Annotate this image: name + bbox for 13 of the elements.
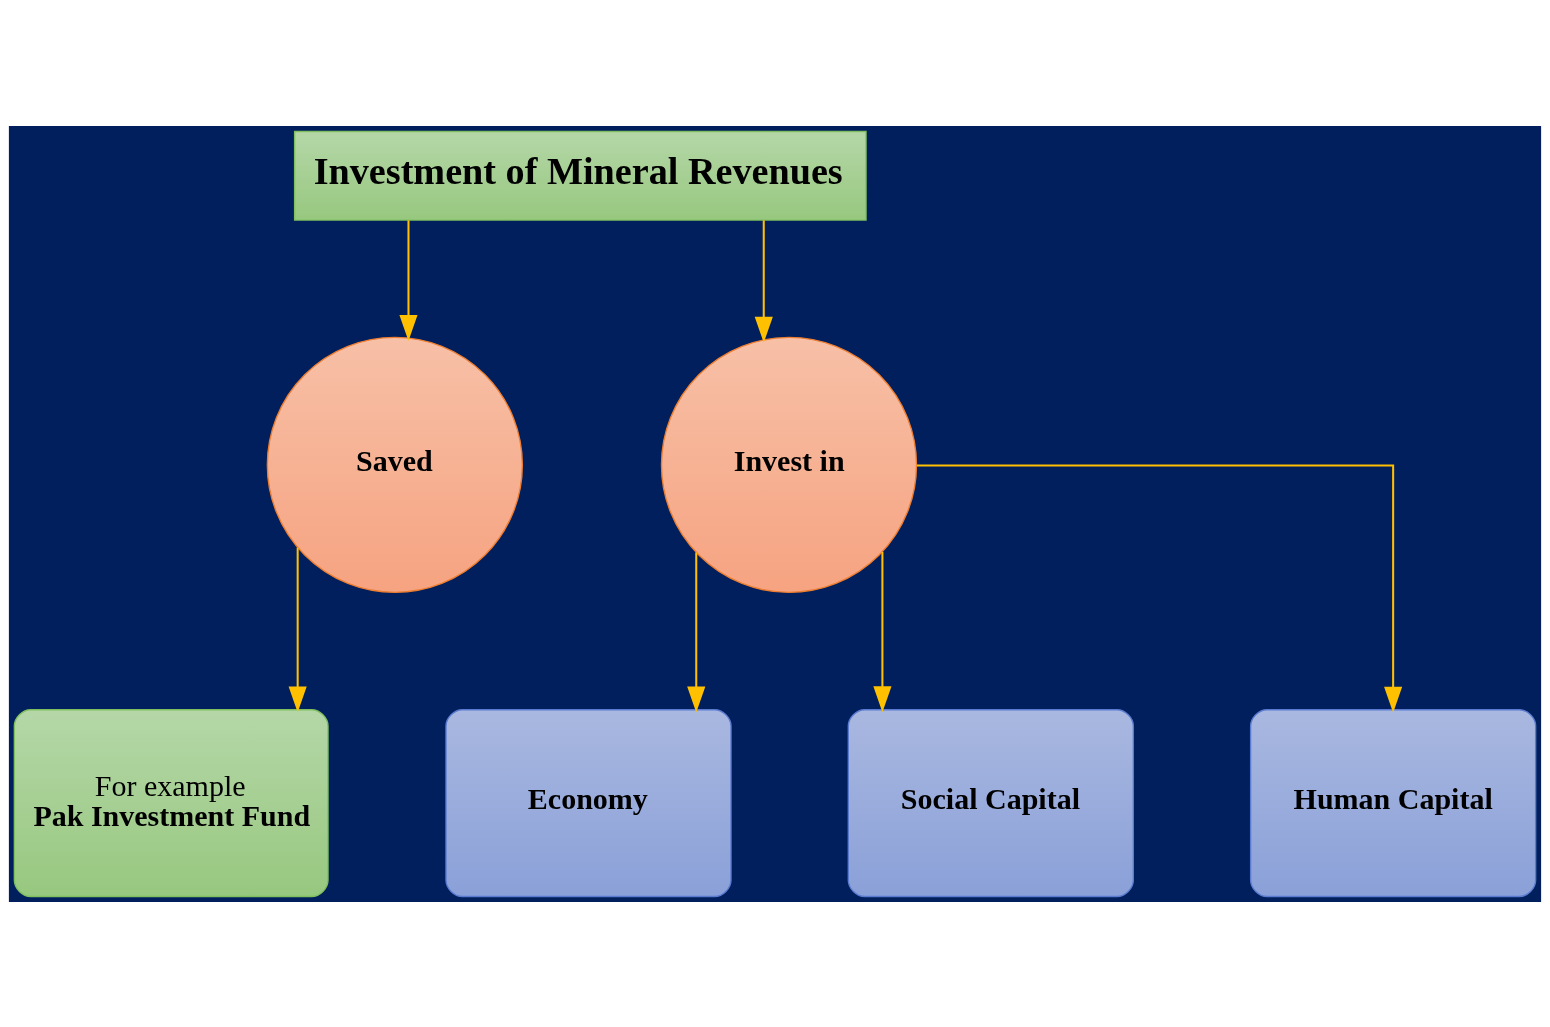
node-box: Human Capital: [1249, 708, 1537, 897]
arrow: [399, 219, 418, 341]
node-box: For example Pak Investment Fund: [13, 708, 329, 897]
arrow: [288, 547, 307, 712]
node-circle: Invest in: [660, 336, 918, 593]
arrow: [754, 219, 773, 343]
node-box: Investment of Mineral Revenues: [293, 130, 867, 221]
arrow: [873, 551, 892, 712]
arrow: [916, 464, 1403, 713]
node-box: Economy: [445, 708, 732, 897]
node-circle: Saved: [266, 336, 524, 593]
arrow: [687, 551, 706, 713]
node-box: Social Capital: [847, 708, 1134, 897]
